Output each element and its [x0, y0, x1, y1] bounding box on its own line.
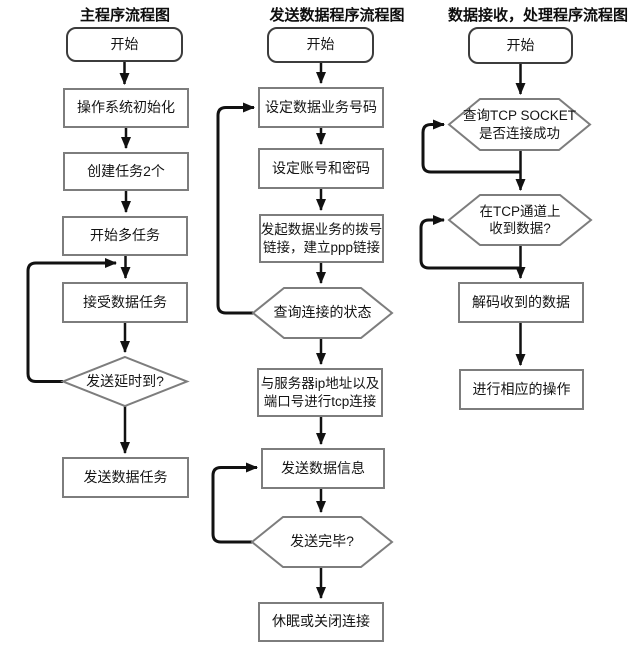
send-set-account-shape	[258, 148, 384, 189]
main-start-multitask-shape	[62, 216, 188, 256]
main-flow-title: 主程序流程图	[79, 7, 170, 24]
loop-arrow-socket-retry	[421, 119, 521, 174]
main-start-shape	[66, 27, 183, 62]
recv-decode-shape	[458, 282, 584, 323]
main-receive-task-shape	[62, 282, 188, 323]
loop-arrow-decision-retry	[419, 215, 521, 270]
loop-arrow-main-delay-back	[26, 258, 117, 383]
main-send-task-shape	[62, 457, 189, 498]
recv-decision-hexagon	[447, 194, 593, 246]
main-create-tasks-shape	[63, 152, 189, 191]
send-query-status-hexagon	[251, 287, 394, 339]
send-set-number-shape	[258, 87, 384, 128]
main-delay-decision-diamond	[60, 355, 190, 408]
recv-query-socket-hexagon	[447, 98, 592, 151]
loop-arrow-done-back-to-info	[211, 462, 258, 544]
send-start-shape	[267, 27, 374, 63]
recv-handle-shape	[459, 369, 584, 410]
main-os-init-shape	[63, 88, 189, 128]
send-dial-ppp-shape	[259, 214, 384, 263]
recv-flow-title: 数据接收，处理程序流程图	[447, 7, 628, 24]
send-sleep-close-shape	[258, 602, 384, 642]
send-info-shape	[261, 448, 385, 489]
send-done-hexagon	[250, 516, 394, 568]
send-tcp-connect-shape	[257, 368, 383, 417]
loop-arrow-query-back-to-number	[216, 102, 255, 315]
recv-start-shape	[468, 27, 573, 64]
send-flow-title: 发送数据程序流程图	[269, 7, 405, 24]
